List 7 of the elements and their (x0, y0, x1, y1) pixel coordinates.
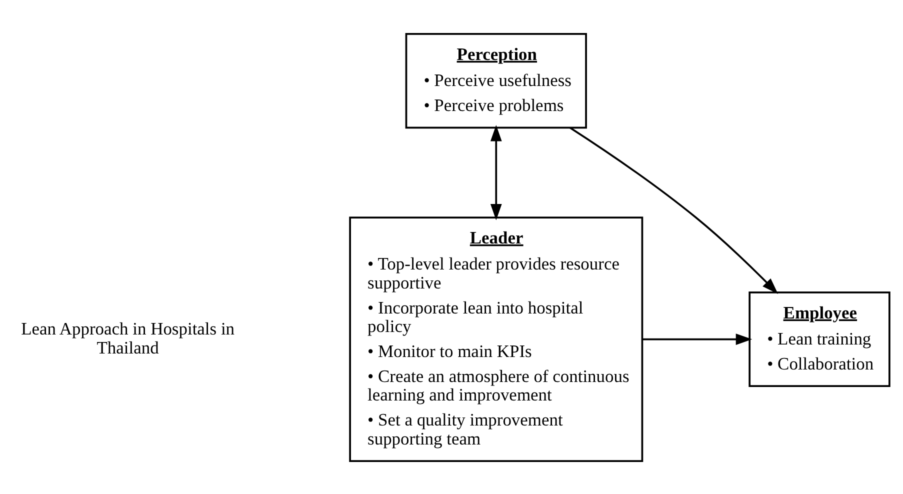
node-box: Perception • Perceive usefulness • Perceive problems (405, 32, 587, 128)
node-box: Leader • Top-level leader provides resource supportive • Incorporate lean into hospital policy • Monitor to main KPIs • Create an atmosphere of continuous learning and improvement • Set a quality improvement supporting team (349, 216, 644, 462)
arrow (569, 126, 778, 294)
arrow (490, 124, 502, 220)
node-box: Employee • Lean training • Collaboration (748, 291, 890, 387)
label: Lean Approach in Hospitals in Thailand (21, 318, 235, 357)
arrow (642, 333, 752, 344)
